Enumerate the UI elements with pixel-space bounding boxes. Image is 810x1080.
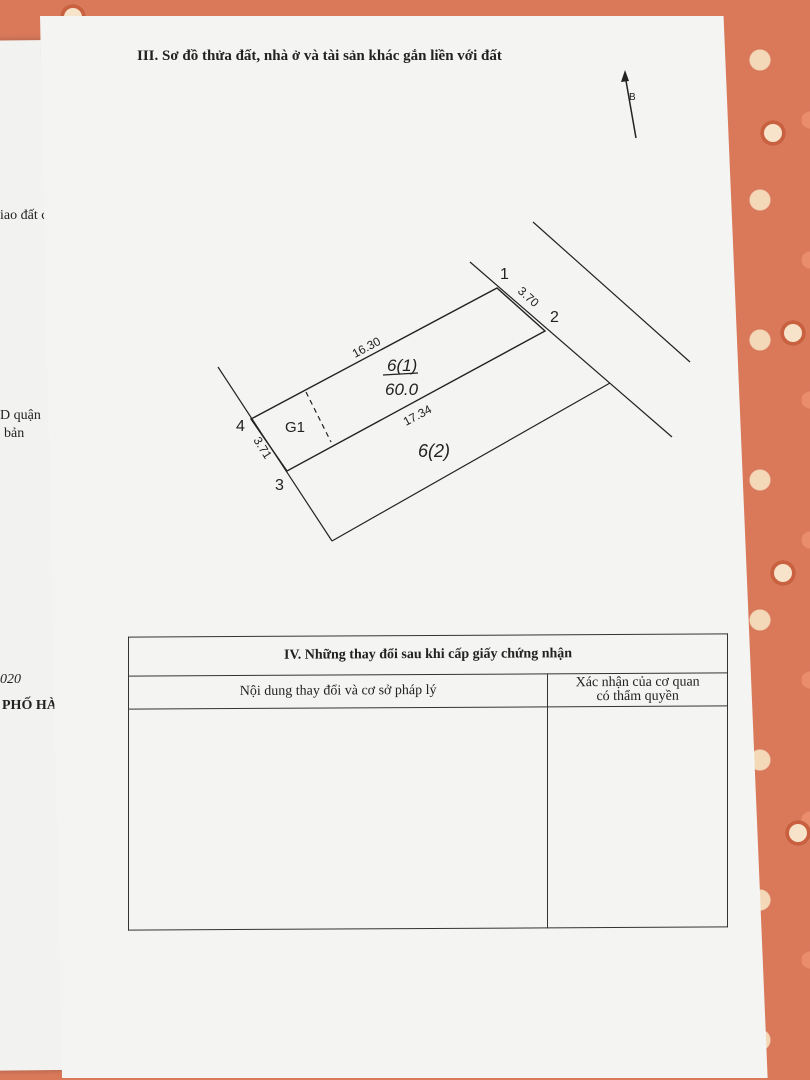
changes-table: IV. Những thay đổi sau khi cấp giấy chứn… <box>128 633 728 931</box>
north-arrow: B <box>621 70 637 139</box>
parcel-main-area: 60.0 <box>385 380 419 399</box>
left-fragment-1: iao đất có <box>0 208 55 223</box>
neighbor-right-line <box>469 261 673 438</box>
parcel-main-boundary <box>249 287 547 472</box>
building-label: G1 <box>285 419 305 436</box>
confirm-cell[interactable] <box>547 705 728 928</box>
tablecloth-flower <box>780 320 806 346</box>
north-label: B <box>629 92 636 103</box>
parcel-main-label: 6(1) <box>387 356 417 375</box>
building-dashed-line <box>305 391 332 443</box>
section-iv-title: IV. Những thay đổi sau khi cấp giấy chứn… <box>128 633 728 677</box>
road-edge-line <box>532 221 691 363</box>
point-label-2: 2 <box>550 309 559 326</box>
edge-length-right: 3.70 <box>515 284 542 310</box>
tablecloth-flower <box>785 820 810 846</box>
content-cell[interactable] <box>128 706 548 931</box>
tablecloth-flower <box>760 120 786 146</box>
edge-length-left: 3.71 <box>250 434 274 462</box>
parcel-neighbor-label: 6(2) <box>418 441 450 461</box>
column-header-confirm-line2: có thẩm quyền <box>596 688 679 705</box>
edge-length-top: 16.30 <box>350 334 383 361</box>
left-fragment-4: 020 <box>0 672 21 687</box>
section-iii-title: III. Sơ đồ thửa đất, nhà ở và tài sản kh… <box>137 48 502 64</box>
column-header-confirm-line1: Xác nhận của cơ quan <box>575 674 700 691</box>
column-header-confirm: Xác nhận của cơ quan có thẩm quyền <box>547 672 728 707</box>
parcel-main-fraction-line <box>382 372 419 376</box>
column-header-content: Nội dung thay đổi và cơ sở pháp lý <box>128 673 548 710</box>
point-label-3: 3 <box>275 477 284 494</box>
point-label-1: 1 <box>500 266 509 283</box>
certificate-page <box>40 16 768 1078</box>
left-fragment-2: D quận <box>0 408 41 423</box>
left-fragment-3: bản <box>4 426 25 441</box>
tablecloth-flower <box>770 560 796 586</box>
point-label-4: 4 <box>236 418 245 435</box>
neighbor-bottom-line <box>331 382 611 542</box>
